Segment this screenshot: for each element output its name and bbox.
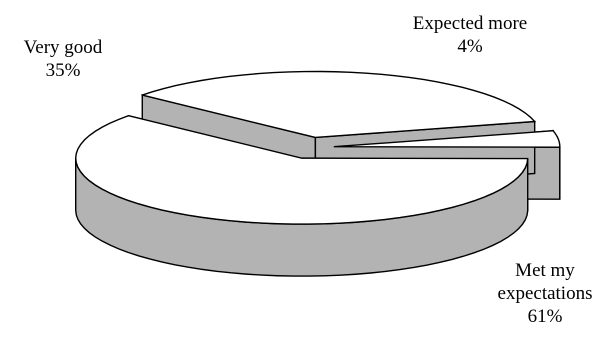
label-expected-more-value: 4% xyxy=(457,36,483,57)
label-expected-more-name: Expected more xyxy=(412,13,528,34)
slice-met-expectations xyxy=(75,114,529,225)
label-met-expectations: Met my expectations 61% xyxy=(484,259,606,328)
label-very-good-value: 35% xyxy=(45,60,81,81)
label-very-good: Very good 35% xyxy=(4,36,122,82)
slice-tops xyxy=(75,70,561,225)
label-met-expectations-name-2: expectations xyxy=(497,283,593,304)
label-very-good-name: Very good xyxy=(23,37,103,58)
label-met-expectations-value: 61% xyxy=(527,306,563,327)
label-met-expectations-name-1: Met my xyxy=(515,260,575,281)
slice-very-good xyxy=(140,70,537,139)
label-expected-more: Expected more 4% xyxy=(397,12,543,58)
slice-expected-more xyxy=(333,129,561,148)
